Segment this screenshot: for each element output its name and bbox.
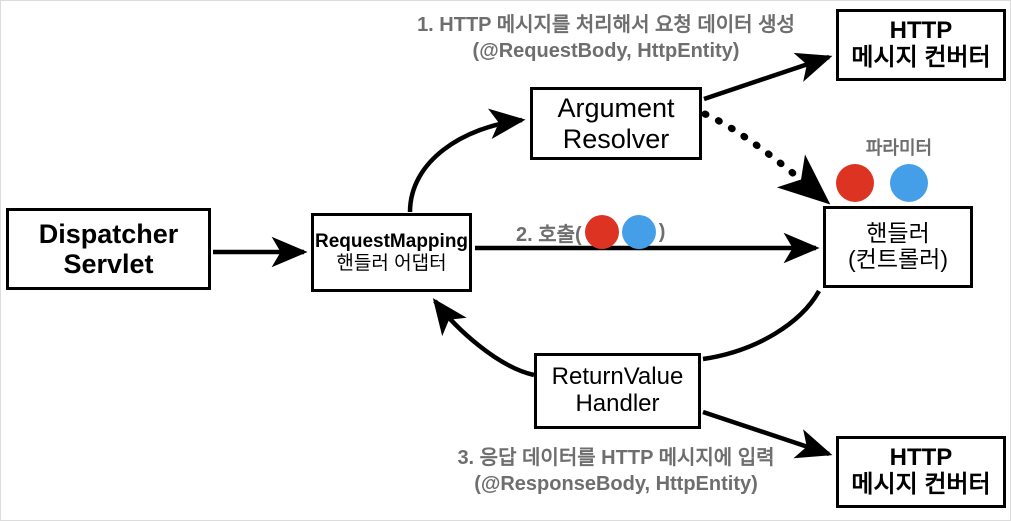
node-dispatcher-servlet[interactable]: Dispatcher Servlet (6, 208, 211, 290)
caption-step-2-prefix: 2. 호출( (516, 223, 582, 246)
node-return-value-handler[interactable]: ReturnValue Handler (534, 353, 701, 429)
node-return-value-handler-line1: ReturnValue (551, 363, 684, 391)
node-http-message-converter-bottom[interactable]: HTTP 메시지 컨버터 (836, 436, 1006, 508)
connector-argumentresolver-to-handler-dotted (701, 110, 831, 205)
parameter-dot-red-inline (584, 215, 619, 249)
node-request-mapping-line1: RequestMapping (314, 231, 469, 253)
caption-step-2-suffix: ) (658, 220, 666, 243)
parameter-dot-blue (890, 164, 928, 202)
node-request-mapping-line2: 핸들러 어댑터 (336, 252, 447, 274)
node-argument-resolver[interactable]: Argument Resolver (530, 87, 702, 160)
caption-parameter: 파라미터 (865, 138, 933, 158)
node-handler-controller[interactable]: 핸들러 (컨트롤러) (823, 206, 973, 288)
caption-step-3-line2: (@ResponseBody, HttpEntity) (474, 473, 758, 495)
node-dispatcher-servlet-line1: Dispatcher (38, 218, 179, 249)
node-http-message-converter-top-line2: 메시지 컨버터 (851, 44, 991, 71)
caption-step-1-line2: (@RequestBody, HttpEntity) (472, 40, 740, 62)
node-handler-line2: (컨트롤러) (848, 246, 948, 272)
caption-step-1: 1. HTTP 메시지를 처리해서 요청 데이터 생성 (@RequestBod… (381, 12, 831, 64)
node-http-message-converter-bottom-line1: HTTP (889, 444, 953, 472)
caption-step-2: 2. 호출( ) (516, 215, 665, 249)
node-argument-resolver-line2: Resolver (562, 123, 670, 154)
node-http-message-converter-top[interactable]: HTTP 메시지 컨버터 (836, 9, 1006, 81)
node-argument-resolver-line1: Argument (557, 93, 675, 124)
node-dispatcher-servlet-line2: Servlet (63, 249, 154, 279)
parameter-dot-group (836, 164, 928, 202)
node-request-mapping-handler-adapter[interactable]: RequestMapping 핸들러 어댑터 (311, 213, 472, 292)
caption-step-3-line1: 3. 응답 데이터를 HTTP 메시지에 입력 (457, 447, 775, 469)
caption-step-3: 3. 응답 데이터를 HTTP 메시지에 입력 (@ResponseBody, … (401, 445, 831, 497)
parameter-dot-red (836, 164, 874, 202)
parameter-dot-blue-inline (621, 215, 656, 249)
node-handler-line1: 핸들러 (866, 220, 930, 247)
node-http-message-converter-bottom-line2: 메시지 컨버터 (851, 471, 991, 498)
node-http-message-converter-top-line1: HTTP (889, 17, 953, 45)
connector-returnvaluehandler-to-requestmapping (432, 298, 535, 378)
node-return-value-handler-line2: Handler (575, 390, 660, 417)
caption-step-1-line1: 1. HTTP 메시지를 처리해서 요청 데이터 생성 (417, 14, 795, 36)
connector-handler-to-returnvaluehandler (702, 289, 821, 362)
connector-requestmapping-to-argumentresolver (407, 108, 526, 213)
